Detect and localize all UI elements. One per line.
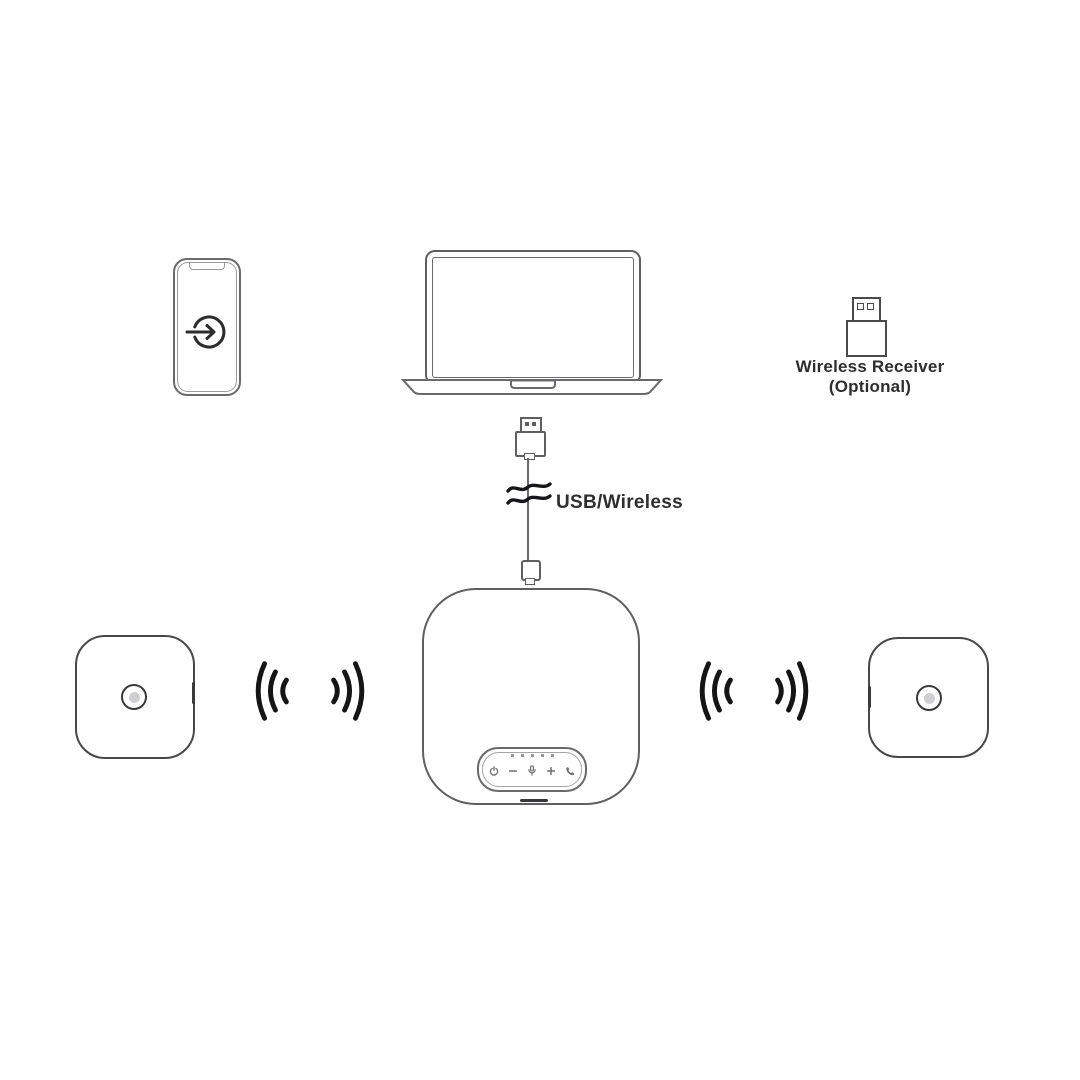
laptop-base bbox=[400, 379, 664, 395]
speakerphone-bottom-port bbox=[520, 799, 548, 802]
satellite-button-dot bbox=[128, 691, 140, 703]
led-dot bbox=[550, 754, 554, 757]
wireless-receiver-dongle bbox=[846, 320, 887, 357]
volume-up-icon bbox=[546, 766, 556, 775]
satellite-mute-button bbox=[916, 685, 942, 711]
led-dot bbox=[510, 754, 514, 757]
usb-pin bbox=[525, 422, 529, 426]
wireless-signal-icon bbox=[330, 660, 370, 722]
usb-pin bbox=[857, 303, 864, 310]
wireless-receiver-label-line2: (Optional) bbox=[828, 377, 912, 396]
speakerphone-control-panel bbox=[477, 747, 587, 792]
volume-down-icon bbox=[508, 769, 518, 772]
wireless-signal-icon bbox=[694, 660, 734, 722]
led-dot bbox=[530, 754, 534, 757]
speakerphone-base bbox=[422, 588, 640, 805]
wireless-receiver-label: Wireless Receiver (Optional) bbox=[788, 357, 952, 397]
laptop-display bbox=[432, 257, 634, 378]
satellite-microphone-right bbox=[868, 637, 989, 758]
usb-pin bbox=[867, 303, 874, 310]
laptop bbox=[425, 250, 641, 385]
satellite-microphone-left bbox=[75, 635, 195, 759]
led-indicator-row bbox=[479, 754, 585, 757]
usb-wireless-label: USB/Wireless bbox=[556, 492, 683, 513]
call-icon bbox=[566, 766, 575, 775]
microphone-icon bbox=[528, 765, 536, 776]
usb-a-strain-relief bbox=[524, 453, 535, 460]
usb-c-tip bbox=[525, 578, 535, 585]
satellite-side-port bbox=[868, 686, 871, 708]
satellite-mute-button bbox=[121, 684, 147, 710]
led-dot bbox=[540, 754, 544, 757]
control-button-row bbox=[489, 765, 575, 776]
power-icon bbox=[489, 765, 499, 776]
smartphone-notch bbox=[189, 263, 225, 270]
connect-arrow-circle-icon bbox=[185, 315, 226, 349]
usb-cable bbox=[527, 458, 529, 562]
cable-break-icon bbox=[506, 482, 552, 505]
led-dot bbox=[520, 754, 524, 757]
control-panel-inner-ring bbox=[482, 752, 582, 787]
smartphone bbox=[173, 258, 241, 396]
usb-pin bbox=[532, 422, 536, 426]
wireless-signal-icon bbox=[250, 660, 290, 722]
wireless-receiver-label-line1: Wireless Receiver bbox=[795, 357, 945, 376]
satellite-side-port bbox=[192, 682, 195, 704]
smartphone-screen bbox=[177, 262, 237, 392]
wireless-signal-icon bbox=[774, 660, 814, 722]
satellite-button-dot bbox=[923, 692, 935, 704]
